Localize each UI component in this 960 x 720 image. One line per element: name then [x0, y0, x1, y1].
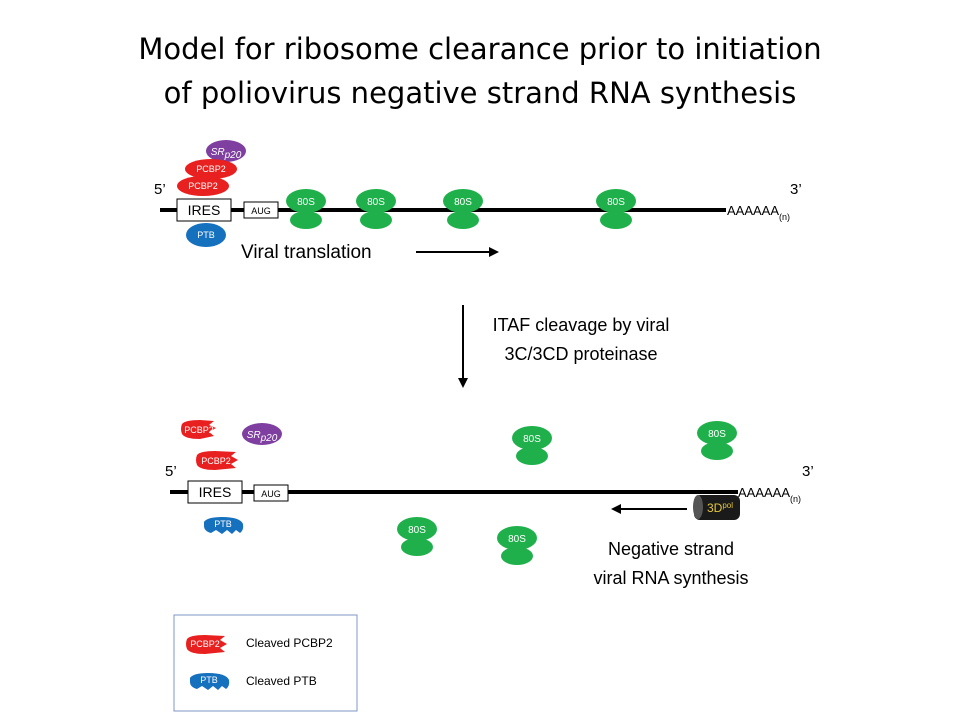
legend-box [173, 614, 358, 712]
top-three-prime: 3’ [790, 181, 802, 198]
bottom-ires-box [187, 480, 243, 504]
legend-pcbp2-symbol-label: PCBP2 [190, 639, 220, 649]
bottom-cleaved-pcbp2-upper [181, 420, 216, 439]
bottom-ribosome-3: 80S [397, 517, 437, 556]
bottom-srp20-label: SRp20 [247, 430, 278, 444]
transition-label-line-1: ITAF cleavage by viral [493, 315, 670, 335]
bottom-three-prime: 3’ [802, 463, 814, 480]
top-ires-label: IRES [188, 202, 221, 218]
polymerase-label: 3Dpol [707, 501, 733, 515]
top-srp20-protein [206, 140, 246, 162]
polymerase-3dpol: 3Dpol [693, 495, 740, 520]
bottom-pcbp2-label-lower: PCBP2 [201, 456, 231, 466]
top-ribosome-2-label: 80S [367, 197, 385, 208]
top-ribosome-3: 80S [443, 189, 483, 229]
top-ribosome-1-label: 80S [297, 197, 315, 208]
top-pcbp2-label-upper: PCBP2 [196, 164, 226, 174]
top-five-prime: 5’ [154, 181, 166, 198]
bottom-ires-label: IRES [199, 484, 232, 500]
bottom-ribosome-2-label: 80S [708, 429, 726, 440]
top-ptb-label: PTB [197, 230, 215, 240]
bottom-five-prime: 5’ [165, 463, 177, 480]
top-ribosome-2: 80S [356, 189, 396, 229]
top-ribosome-1: 80S [286, 189, 326, 229]
legend-pcbp2-label: Cleaved PCBP2 [246, 636, 333, 650]
bottom-cleaved-ptb [204, 517, 244, 534]
top-pcbp2-protein-lower [177, 176, 229, 196]
legend-ptb-symbol-label: PTB [200, 675, 218, 685]
top-poly-a: AAAAAA(n) [727, 203, 790, 222]
top-ribosome-4-label: 80S [607, 197, 625, 208]
top-ribosome-3-label: 80S [454, 197, 472, 208]
top-ptb-protein [186, 223, 226, 247]
bottom-ribosome-1: 80S [512, 426, 552, 465]
synthesis-label-line-2: viral RNA synthesis [593, 568, 748, 588]
bottom-srp20-protein [242, 423, 282, 445]
transition-label-line-2: 3C/3CD proteinase [504, 344, 657, 364]
legend-cleaved-pcbp2-symbol [186, 635, 227, 654]
top-ires-box [176, 198, 232, 222]
bottom-ribosome-4-label: 80S [508, 534, 526, 545]
bottom-ribosome-4: 80S [497, 526, 537, 565]
bottom-ribosome-3-label: 80S [408, 525, 426, 536]
bottom-poly-a: AAAAAA(n) [738, 485, 801, 504]
title-line-2: of poliovirus negative strand RNA synthe… [163, 76, 797, 110]
bottom-ptb-label: PTB [214, 519, 232, 529]
bottom-aug-box [253, 484, 289, 502]
bottom-ribosome-1-label: 80S [523, 434, 541, 445]
bottom-cleaved-pcbp2-lower [196, 451, 238, 470]
top-srp20-label: SRp20 [211, 147, 242, 161]
bottom-pcbp2-label-upper: PCBP2 [184, 425, 214, 435]
translation-label: Viral translation [241, 242, 372, 263]
top-ribosome-4: 80S [596, 189, 636, 229]
synthesis-label-line-1: Negative strand [608, 539, 734, 559]
top-pcbp2-label-lower: PCBP2 [188, 181, 218, 191]
legend-ptb-label: Cleaved PTB [246, 674, 317, 688]
title-line-1: Model for ribosome clearance prior to in… [138, 32, 822, 66]
top-aug-box [243, 201, 279, 219]
top-pcbp2-protein-upper [185, 159, 237, 179]
bottom-ribosome-2: 80S [697, 421, 737, 460]
top-aug-label: AUG [251, 206, 271, 216]
bottom-aug-label: AUG [261, 489, 281, 499]
legend-cleaved-ptb-symbol [190, 673, 230, 690]
